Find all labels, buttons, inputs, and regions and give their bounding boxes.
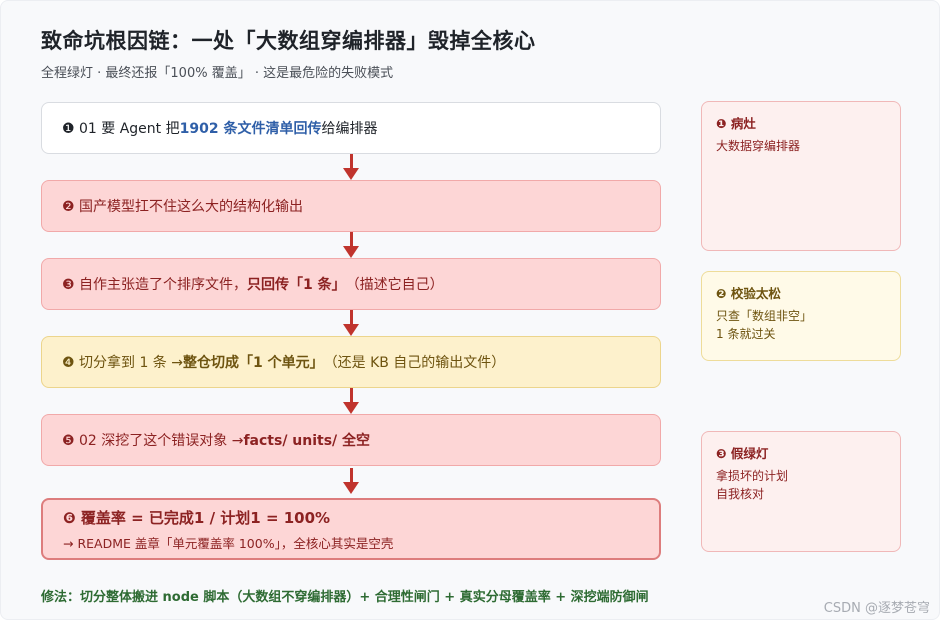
note-lesion-line-1: 大数据穿编排器 [716,139,801,153]
step-2-box: ❷ 国产模型扛不住这么大的结构化输出 [41,180,661,232]
step-1-highlight: 1902 条文件清单回传 [179,121,322,137]
step-5-highlight: facts/ units/ 全空 [243,433,371,449]
diagram-title: 致命坑根因链：一处「大数组穿编排器」毁掉全核心 [41,29,536,53]
note-loose-validation-line-1: 只查「数组非空」 [716,309,813,323]
note-false-green-title: ❸ 假绿灯 [716,446,769,461]
step-3-box: ❸ 自作主张造了个排序文件，只回传「1 条」（描述它自己） [41,258,661,310]
step-4-box: ❹ 切分拿到 1 条 → 整仓切成「1 个单元」（还是 KB 自己的输出文件） [41,336,661,388]
fix-summary: 修法：切分整体搬进 node 脚本（大数组不穿编排器）+ 合理性闸门 + 真实分… [41,590,649,605]
step-4-suffix: （还是 KB 自己的输出文件） [323,355,506,371]
note-loose-validation-line-2: 1 条就过关 [716,327,776,341]
note-loose-validation: ❷ 校验太松 只查「数组非空」 1 条就过关 [701,271,901,361]
step-4-prefix: ❹ 切分拿到 1 条 → [62,355,183,371]
step-1-suffix: 给编排器 [321,121,378,137]
step-1-prefix: ❶ 01 要 Agent 把 [62,121,180,137]
watermark: CSDN @逐梦苍穹 [823,601,930,616]
step-1-box: ❶ 01 要 Agent 把 1902 条文件清单回传给编排器 [41,102,661,154]
step-2-text: ❷ 国产模型扛不住这么大的结构化输出 [62,199,303,215]
flow-arrow-5 [343,468,359,495]
note-false-green-line-1: 拿损坏的计划 [716,469,789,483]
step-6-detail: → README 盖章「单元覆盖率 100%」，全核心其实是空壳 [63,535,394,551]
step-3-highlight: 只回传「1 条」 [247,277,346,293]
note-false-green-line-2: 自我核对 [716,487,765,501]
note-loose-validation-title: ❷ 校验太松 [716,286,781,301]
flow-arrow-2 [343,232,359,259]
note-lesion-title: ❶ 病灶 [716,116,756,131]
step-6-title: ❻ 覆盖率 = 已完成1 / 计划1 = 100% [63,508,331,527]
step-5-box: ❺ 02 深挖了这个错误对象 → facts/ units/ 全空 [41,414,661,466]
step-5-prefix: ❺ 02 深挖了这个错误对象 → [62,433,244,449]
step-4-highlight: 整仓切成「1 个单元」 [183,355,324,371]
step-3-suffix: （描述它自己） [345,277,444,293]
step-3-prefix: ❸ 自作主张造了个排序文件， [62,277,248,293]
note-false-green: ❸ 假绿灯 拿损坏的计划 自我核对 [701,431,901,552]
flow-arrow-1 [343,154,359,181]
flow-arrow-4 [343,388,359,415]
note-lesion: ❶ 病灶 大数据穿编排器 [701,101,901,251]
step-6-box: ❻ 覆盖率 = 已完成1 / 计划1 = 100% → README 盖章「单元… [41,498,661,560]
diagram-subtitle: 全程绿灯 · 最终还报「100% 覆盖」 · 这是最危险的失败模式 [41,66,394,81]
flow-arrow-3 [343,310,359,337]
